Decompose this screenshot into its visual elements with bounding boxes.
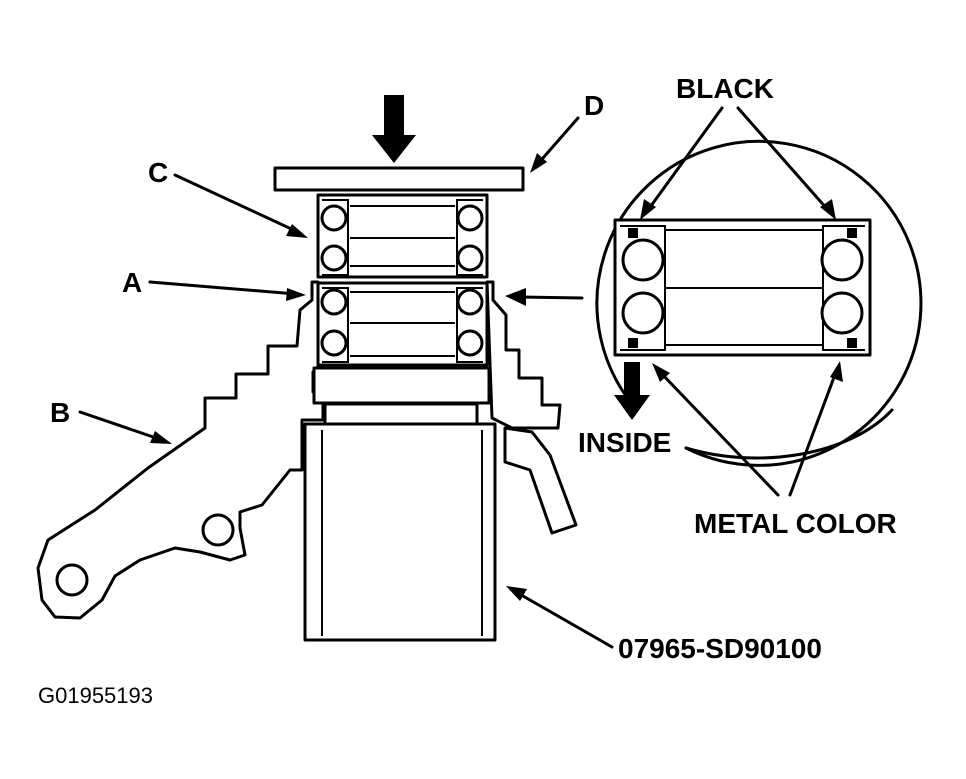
- label-b: B: [50, 397, 70, 428]
- label-a: A: [122, 267, 142, 298]
- label-c: C: [148, 157, 168, 188]
- bearing-c: [316, 193, 489, 279]
- knuckle-b: [36, 280, 578, 620]
- bearing-a: [316, 281, 489, 367]
- bearing-stack: [312, 193, 491, 405]
- press-plate-d: [273, 166, 525, 192]
- label-inside: INSIDE: [578, 427, 671, 458]
- label-black: BLACK: [676, 73, 774, 104]
- down-arrow-icon: [372, 95, 416, 163]
- bearing-detail-view: [595, 139, 923, 467]
- support-tool: [303, 402, 497, 642]
- label-metal-color: METAL COLOR: [694, 508, 897, 539]
- inside-arrow-icon: [614, 362, 650, 420]
- figure-id: G01955193: [38, 683, 153, 708]
- label-d: D: [584, 90, 604, 121]
- tool-number-label: 07965-SD90100: [618, 633, 822, 664]
